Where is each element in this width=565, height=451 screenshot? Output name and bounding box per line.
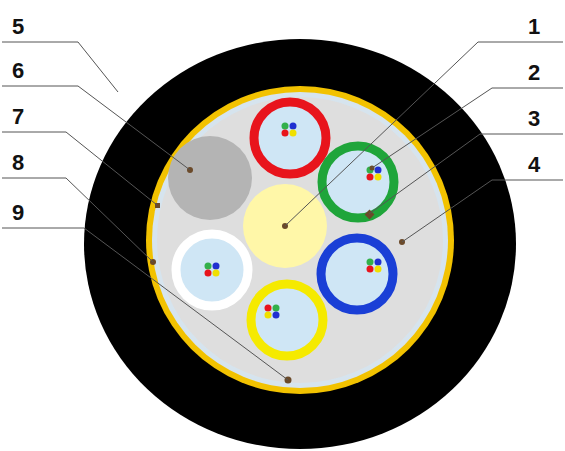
callout-number: 5: [12, 16, 24, 38]
callout-number: 6: [12, 60, 24, 82]
filling-compound: [157, 97, 443, 383]
outer-sheath: [84, 39, 516, 449]
inner-sheath: [152, 92, 448, 388]
callout-number: 3: [528, 108, 540, 130]
optical-fibres: [205, 123, 382, 319]
filler-rod: [168, 136, 252, 220]
callout-number: 7: [12, 106, 24, 128]
tape-ring: [146, 86, 454, 394]
callout-number: 2: [528, 62, 540, 84]
callout-number: 4: [528, 154, 540, 176]
loose-tubes: [176, 102, 394, 356]
leader-lines: [2, 42, 563, 380]
callout-number: 8: [12, 152, 24, 174]
callout-number: 9: [12, 202, 24, 224]
callout-markers: [150, 166, 405, 384]
callout-number: 1: [528, 16, 540, 38]
